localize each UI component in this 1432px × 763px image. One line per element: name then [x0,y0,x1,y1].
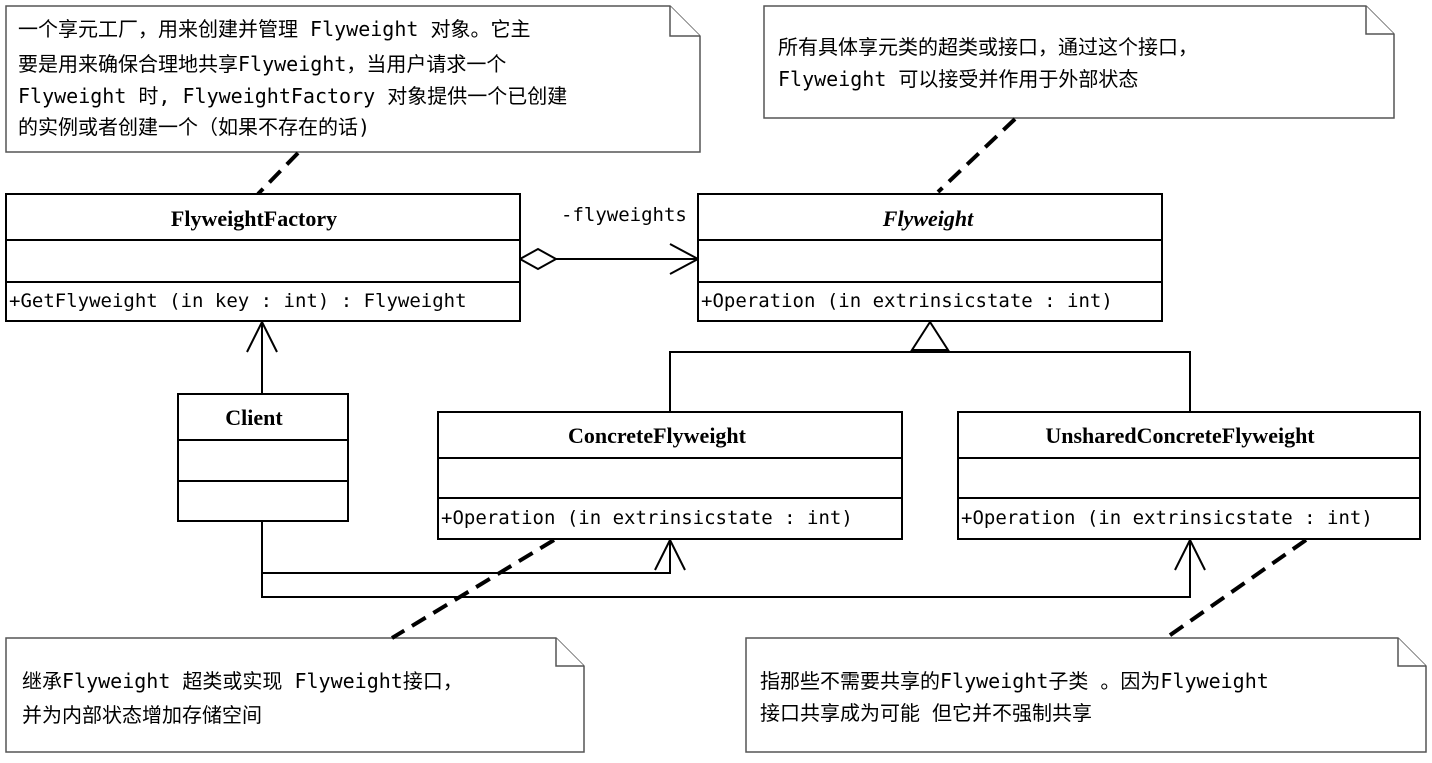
class-name: Flyweight [882,206,974,231]
flyweight-note-connector [936,117,1017,194]
unshared-note: 指那些不需要共享的Flyweight子类 。因为Flyweight 接口共享成为… [745,637,1427,753]
class-name: UnsharedConcreteFlyweight [1045,423,1315,448]
class-flyweightfactory[interactable]: FlyweightFactory +GetFlyweight (in key :… [5,193,521,322]
factory-note-line: 要是用来确保合理地共享Flyweight，当用户请求一个 [18,52,506,76]
class-name: Client [225,405,283,430]
factory-note-line: 的实例或者创建一个（如果不存在的话) [18,115,370,139]
class-concreteflyweight[interactable]: ConcreteFlyweight +Operation (in extrins… [437,411,903,540]
factory-note-connector [256,151,300,196]
factory-note-line: 一个享元工厂，用来创建并管理 Flyweight 对象。它主 [18,17,530,41]
factory-note: 一个享元工厂，用来创建并管理 Flyweight 对象。它主 要是用来确保合理地… [5,5,701,153]
concrete-note-line: 并为内部状态增加存储空间 [22,703,262,727]
unshared-note-connector [1164,538,1308,640]
association-role-label: -flyweights [561,204,687,226]
concrete-note: 继承Flyweight 超类或实现 Flyweight接口， 并为内部状态增加存… [5,637,585,753]
concrete-note-line: 继承Flyweight 超类或实现 Flyweight接口， [22,669,463,693]
class-flyweight[interactable]: Flyweight +Operation (in extrinsicstate … [697,193,1163,322]
class-operation: +Operation (in extrinsicstate : int) [441,507,853,529]
concrete-note-connector [390,538,556,640]
generalization-to-flyweight [669,320,1191,412]
association-client-unshared [261,537,1206,598]
flyweight-note: 所有具体享元类的超类或接口，通过这个接口， Flyweight 可以接受并作用于… [763,5,1395,119]
class-name: ConcreteFlyweight [568,423,747,448]
flyweight-note-line: 所有具体享元类的超类或接口，通过这个接口， [778,35,1198,59]
unshared-note-line: 指那些不需要共享的Flyweight子类 。因为Flyweight [760,669,1269,693]
class-client[interactable]: Client [177,393,349,522]
class-unsharedconcreteflyweight[interactable]: UnsharedConcreteFlyweight +Operation (in… [957,411,1421,540]
diamond-icon [517,247,559,271]
inheritance-triangle-icon [910,320,950,351]
flyweight-note-line: Flyweight 可以接受并作用于外部状态 [778,67,1138,91]
factory-note-line: Flyweight 时, FlyweightFactory 对象提供一个已创建 [18,84,567,108]
class-operation: +Operation (in extrinsicstate : int) [701,290,1113,312]
class-operation: +Operation (in extrinsicstate : int) [961,507,1373,529]
association-client-factory [246,319,278,394]
class-operation: +GetFlyweight (in key : int) : Flyweight [9,290,467,312]
class-name: FlyweightFactory [171,206,337,231]
unshared-note-line: 接口共享成为可能 但它并不强制共享 [760,701,1092,725]
aggregation-factory-flyweight: -flyweights [517,204,701,275]
